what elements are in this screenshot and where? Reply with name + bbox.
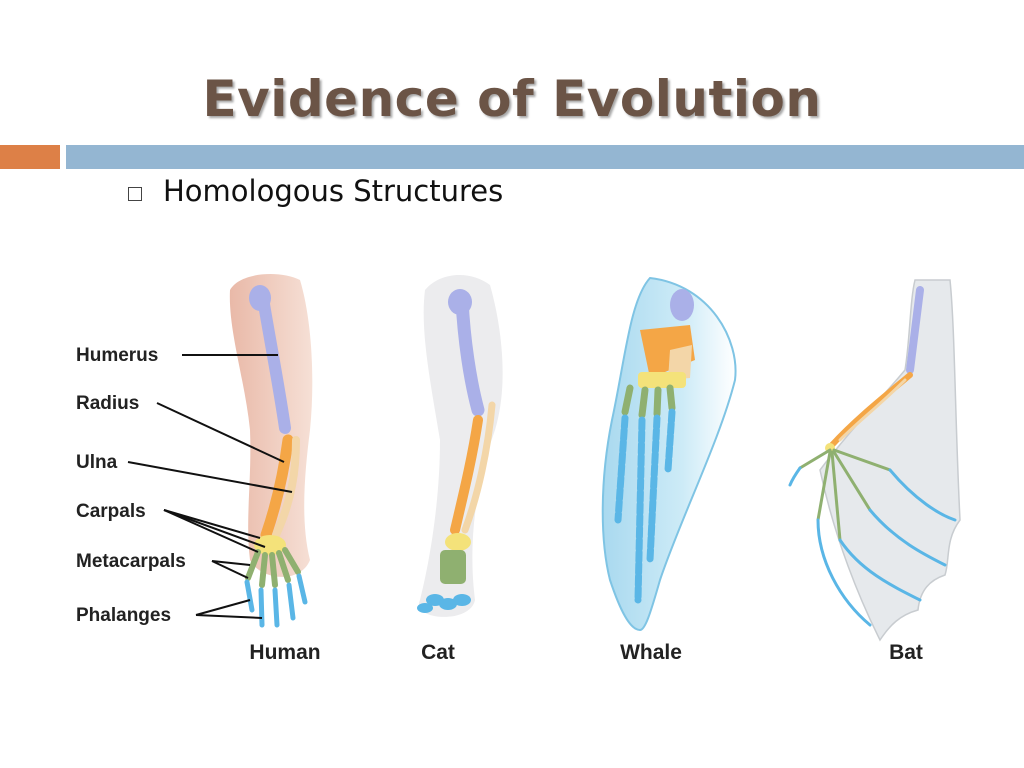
cat-leg-illustration (417, 274, 503, 617)
bat-wing-illustration (788, 279, 961, 642)
caption-whale: Whale (620, 641, 682, 664)
caption-bat: Bat (889, 641, 923, 664)
whale-phalanges (614, 408, 676, 604)
label-ulna: Ulna (76, 452, 118, 473)
bat-metacarpals (798, 448, 892, 542)
cat-radius (450, 415, 483, 535)
human-metacarpals (245, 547, 301, 588)
label-radius: Radius (76, 393, 139, 414)
bone-labels: Humerus Radius Ulna Carpals Metacarpals … (76, 345, 293, 626)
slide-title: Evidence of Evolution (202, 70, 822, 128)
whale-flipper-illustration (601, 276, 737, 632)
human-radius (260, 434, 294, 541)
accent-bar-blue (66, 145, 1024, 169)
human-phalanges (244, 573, 308, 628)
caption-cat: Cat (421, 641, 455, 664)
label-metacarpals: Metacarpals (76, 551, 186, 572)
label-humerus: Humerus (76, 345, 158, 366)
accent-bar-orange (0, 145, 60, 169)
whale-ulna (668, 345, 692, 380)
cat-carpals (445, 533, 471, 551)
cat-metacarpals (440, 550, 466, 584)
human-arm-illustration (229, 274, 313, 628)
bullet-square-icon (128, 187, 142, 201)
label-phalanges: Phalanges (76, 605, 171, 626)
cat-ulna (461, 401, 496, 534)
whale-carpals (638, 372, 686, 388)
bat-phalanges (788, 466, 957, 627)
bullet-text: Homologous Structures (163, 174, 504, 208)
caption-human: Human (249, 641, 320, 664)
bat-humerus (906, 286, 924, 374)
whale-metacarpals (621, 384, 676, 419)
bat-ulna (838, 378, 907, 442)
label-carpals: Carpals (76, 501, 146, 522)
human-carpals (254, 535, 286, 555)
whale-humerus (670, 289, 694, 321)
cat-phalanges (417, 594, 471, 613)
human-ulna (272, 436, 300, 539)
